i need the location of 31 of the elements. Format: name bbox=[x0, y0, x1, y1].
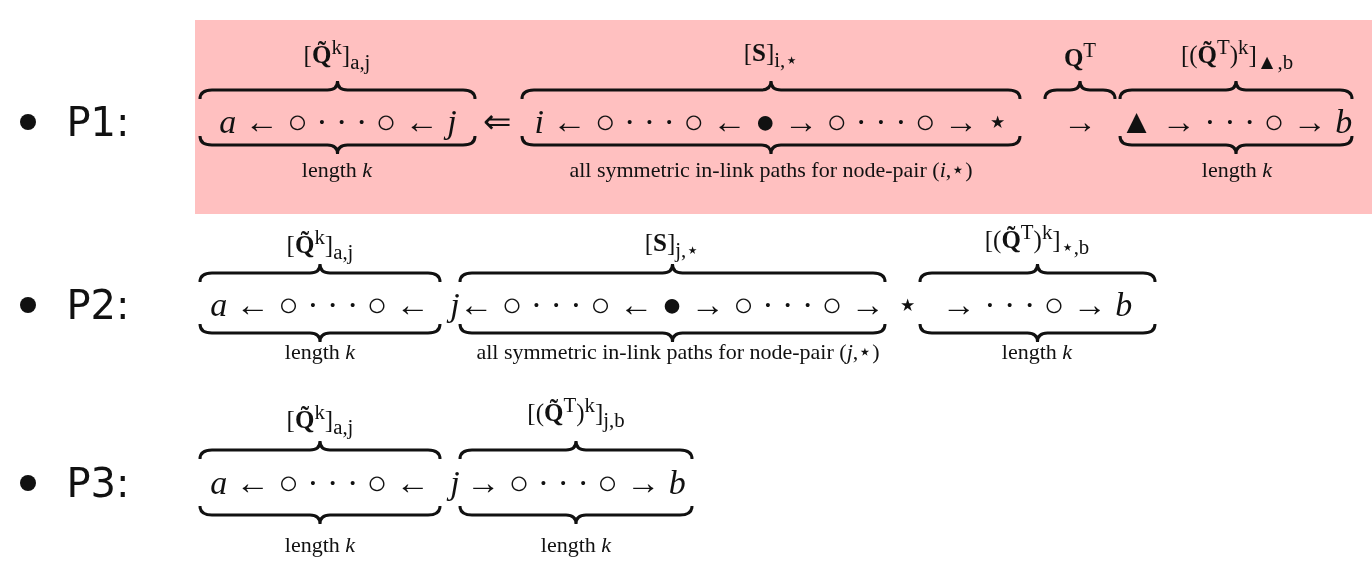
path-expression: ← ○ · · · ○ ← ● → ○ · · · ○ → bbox=[459, 286, 885, 324]
matrix-entry-label: [(Q̃$^{T}$)$^{k}$]$_{j,b}$ bbox=[527, 393, 625, 433]
matrix-entry-label: Q$^{T}$ bbox=[1063, 38, 1097, 72]
brace-caption: length k bbox=[540, 532, 612, 558]
path-expression: a ← ○ · · · ○ ← bbox=[210, 286, 430, 324]
path-expression: i ← ○ · · · ○ ← ● → ○ · · · ○ → ⋆ bbox=[534, 103, 1008, 141]
path-expression: a ← ○ · · · ○ ← j bbox=[219, 103, 457, 141]
matrix-entry-label: [Q̃$^{k}$]$_{a,j}$ bbox=[303, 35, 371, 75]
brace-caption: length k bbox=[1201, 157, 1273, 183]
brace-caption: all symmetric in-link paths for node-pair (i,⋆) bbox=[569, 157, 973, 183]
node-symbol: ⋆ bbox=[896, 286, 918, 324]
matrix-entry-label: [S]$_{i,⋆}$ bbox=[743, 38, 799, 72]
path-expression: → ○ · · · ○ → b bbox=[466, 464, 686, 502]
path-expression: → · · · ○ → b bbox=[941, 286, 1133, 324]
brace-caption: length k bbox=[1001, 339, 1073, 365]
matrix-entry-label: [Q̃$^{k}$]$_{a,j}$ bbox=[286, 400, 354, 440]
matrix-entry-label: [S]$_{j,⋆}$ bbox=[644, 228, 700, 262]
path-expression: a ← ○ · · · ○ ← bbox=[210, 464, 430, 502]
row-label: P2: bbox=[66, 283, 130, 327]
brace-caption: length k bbox=[301, 157, 373, 183]
row-label: P1: bbox=[66, 100, 130, 144]
implication-symbol: ⇐ bbox=[483, 103, 511, 141]
brace-caption: length k bbox=[284, 532, 356, 558]
row-label: P3: bbox=[66, 461, 130, 505]
matrix-entry-label: [(Q̃$^{T}$)$^{k}$]$_{⋆,b}$ bbox=[984, 220, 1090, 260]
arrow-symbol: → bbox=[1063, 103, 1097, 141]
matrix-entry-label: [Q̃$^{k}$]$_{a,j}$ bbox=[286, 225, 354, 265]
brace-caption: length k bbox=[284, 339, 356, 365]
matrix-entry-label: [(Q̃$^{T}$)$^{k}$]$_{▲,b}$ bbox=[1180, 35, 1294, 75]
path-expression: ▲ → · · · ○ → b bbox=[1119, 103, 1353, 141]
brace-caption: all symmetric in-link paths for node-pair (j,⋆) bbox=[476, 339, 880, 365]
